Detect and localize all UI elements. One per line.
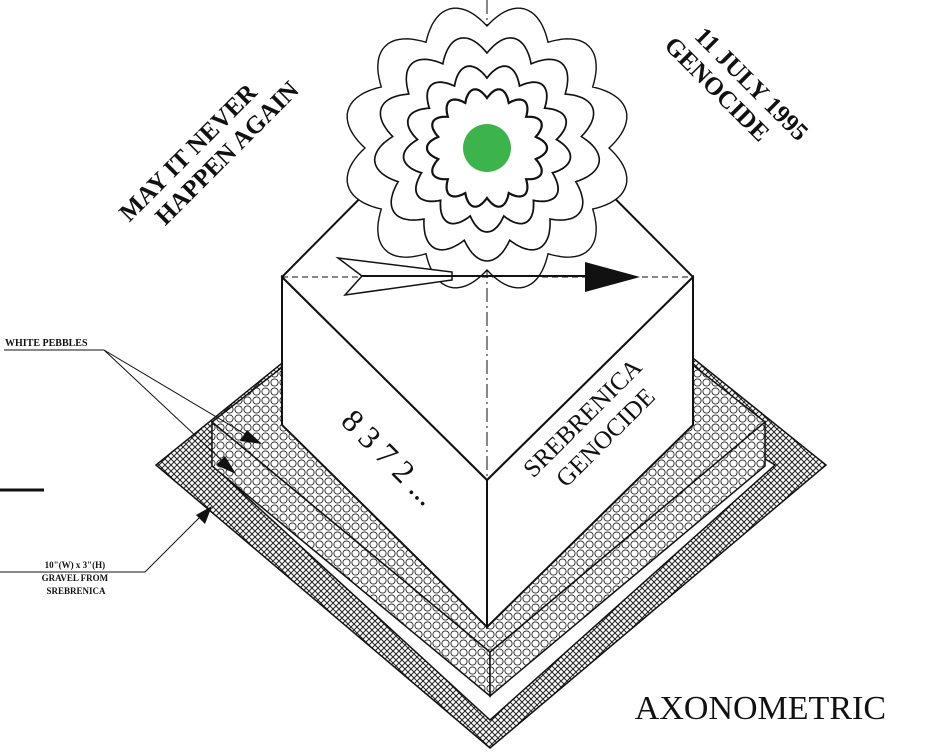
view-title: AXONOMETRIC	[635, 690, 886, 727]
headline-left: MAY IT NEVER HAPPEN AGAIN	[114, 57, 304, 247]
flower-icon	[346, 7, 628, 289]
direction-arrow	[335, 256, 640, 297]
flower-center	[463, 124, 511, 172]
svg-text:10"(W) x 3"(H) GRAVEL FR: 10"(W) x 3"(H) GRAVEL FROM SREBRENICA	[42, 560, 111, 596]
svg-text:MAY IT NEVER HAPPEN AGAI: MAY IT NEVER HAPPEN AGAIN	[114, 57, 304, 247]
svg-text:11 JULY 1995 GENOCIDE: 11 JULY 1995 GENOCIDE	[659, 12, 818, 171]
annotation-white-pebbles: WHITE PEBBLES	[4, 338, 262, 474]
annotation-gravel: 10"(W) x 3"(H) GRAVEL FROM SREBRENICA	[0, 506, 212, 596]
svg-text:WHITE PEBBLES: WHITE PEBBLES	[5, 338, 88, 349]
headline-right: 11 JULY 1995 GENOCIDE	[659, 12, 818, 171]
